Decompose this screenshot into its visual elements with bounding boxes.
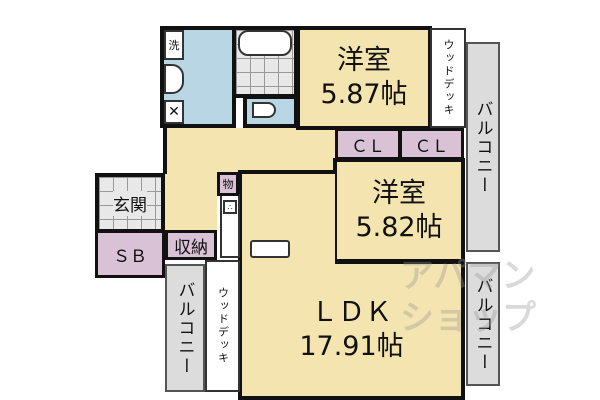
watermark-logo: アパマンショップ [400,256,536,338]
storage-x: ✕ [164,100,184,124]
kitchen-island [250,240,290,258]
laundry-space: 洗 [164,30,184,60]
ldk-room: ＬＤＫ 17.91帖 [238,260,465,400]
storage-entry [165,174,217,230]
balcony-left: バルコニー [165,264,205,392]
hallway [163,128,338,174]
wood-deck-top: ウッドデッキ [430,28,466,128]
balcony-right-top: バルコニー [466,42,500,252]
storage-small: 物 [217,172,239,196]
closet-1: ＣＬ [335,128,401,160]
shoe-box: ＳＢ [95,230,165,278]
wood-deck-bottom: ウッドデッキ [205,260,240,392]
western-room-1: 洋室 5.87帖 [296,26,432,130]
stove-icon: ∴ [223,200,237,214]
toilet-icon [252,102,276,118]
balcony-right-bottom: バルコニー [466,262,500,386]
entrance: 玄関 [95,173,165,233]
western-room-2: 洋室 5.82帖 [333,158,465,263]
bathtub-icon [238,30,292,56]
storage: 収納 [165,230,217,260]
closet-2: ＣＬ [399,128,464,160]
sink-icon [164,64,184,94]
